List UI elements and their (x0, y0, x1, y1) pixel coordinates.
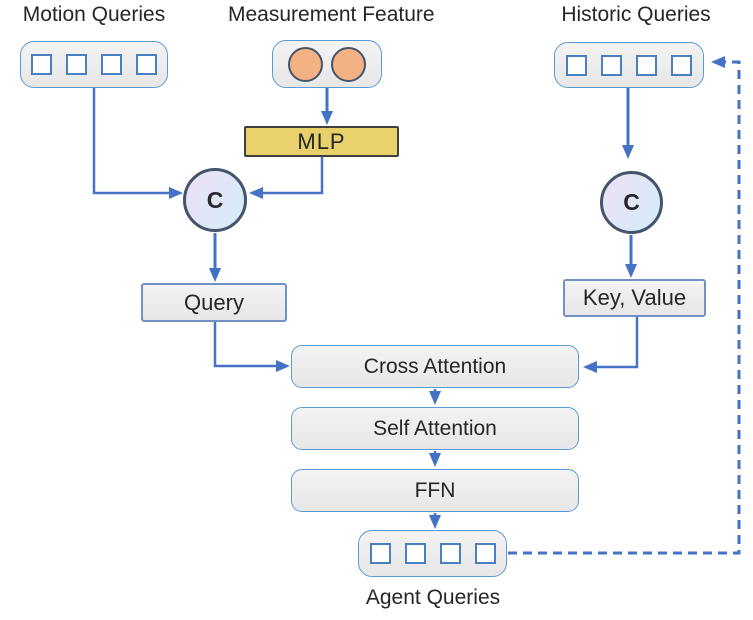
token-square (31, 54, 52, 75)
arrow-keyvalue-to-cross (583, 317, 639, 373)
agent-queries-box (358, 530, 507, 577)
token-square (474, 543, 496, 564)
ffn-box: FFN (291, 469, 579, 512)
measurement-feature-box (272, 40, 382, 88)
token-square (566, 54, 587, 76)
arrow-query-to-cross (213, 322, 290, 372)
concat-circle-right: C (600, 171, 663, 234)
token-square (601, 54, 622, 76)
token-square (636, 54, 657, 76)
motion-queries-label: Motion Queries (22, 3, 166, 26)
token-square (136, 54, 157, 75)
measurement-feature-label: Measurement Feature (228, 3, 435, 26)
arrow-mlp-to-concat (249, 157, 324, 199)
mlp-box: MLP (244, 126, 399, 157)
key-value-box: Key, Value (563, 279, 706, 317)
cross-attention-box: Cross Attention (291, 345, 579, 388)
token-square (671, 54, 692, 76)
self-attention-box: Self Attention (291, 407, 579, 450)
token-square (101, 54, 122, 75)
token-square (404, 543, 426, 564)
agent-queries-label: Agent Queries (365, 586, 501, 609)
concat-circle-left: C (183, 168, 247, 232)
token-square (439, 543, 461, 564)
query-box: Query (141, 283, 287, 322)
motion-queries-box (20, 41, 168, 88)
feature-dot (288, 46, 323, 82)
token-square (369, 543, 391, 564)
historic-queries-box (554, 42, 704, 88)
arrow-motion-to-concat (92, 88, 183, 199)
token-square (66, 54, 87, 75)
feature-dot (331, 46, 366, 82)
historic-queries-label: Historic Queries (561, 3, 711, 26)
